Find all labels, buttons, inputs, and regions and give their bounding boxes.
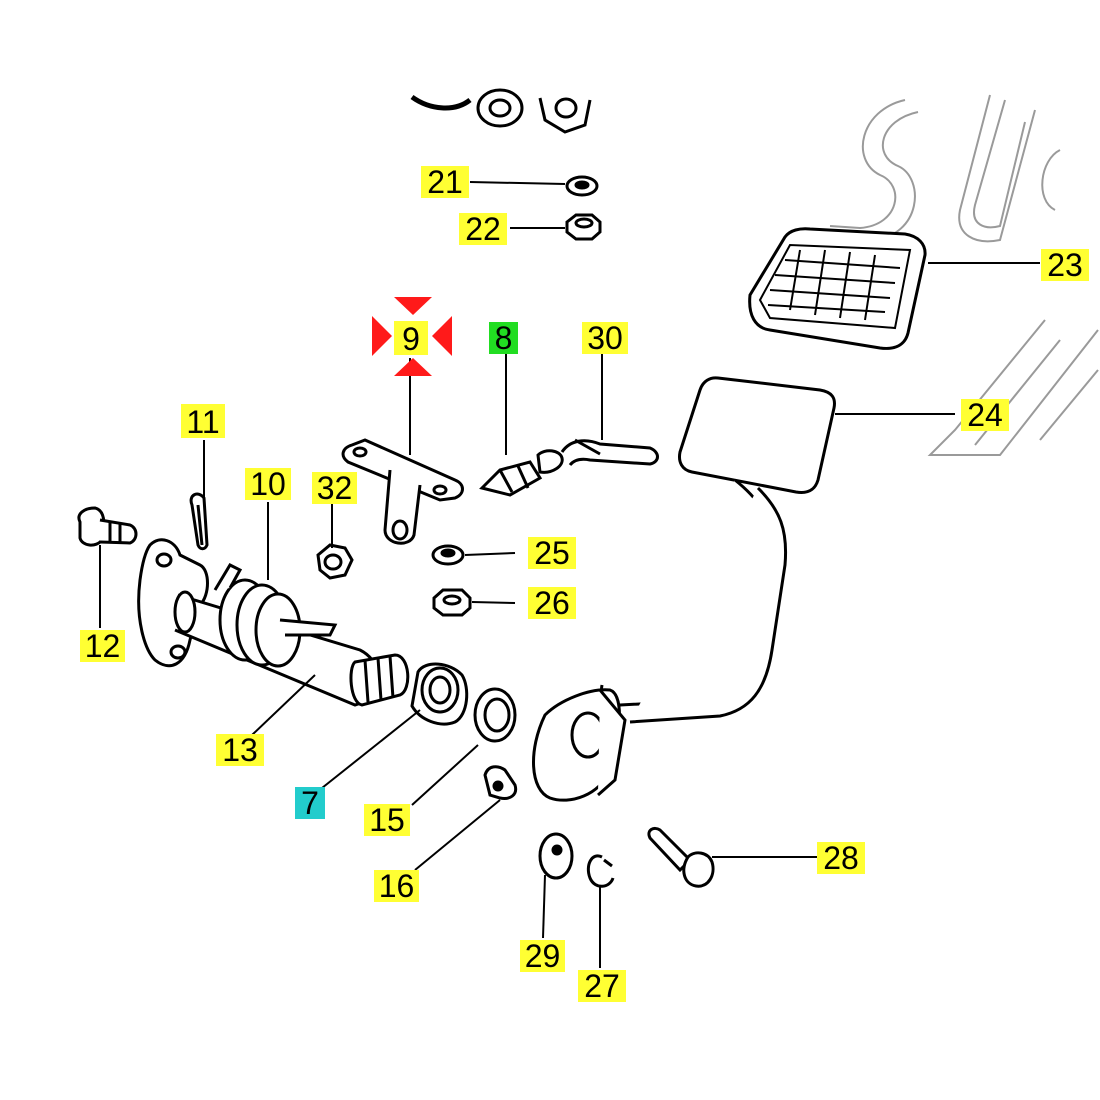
washer-25 (431, 544, 465, 566)
callout-number: 27 (584, 968, 620, 1004)
callout-9: 9 (394, 321, 428, 357)
leader-lines (99, 181, 1040, 968)
callout-number: 12 (85, 628, 121, 664)
callout-number: 24 (967, 397, 1003, 433)
callout-number: 30 (587, 320, 623, 356)
callout-highlight (216, 734, 264, 766)
callout-highlight (582, 322, 628, 354)
callout-highlight (489, 322, 518, 354)
callout-highlight (80, 630, 125, 662)
callout-number: 29 (525, 938, 561, 974)
callout-22: 22 (459, 211, 507, 247)
callout-11: 11 (181, 404, 225, 440)
callout-number: 13 (222, 732, 258, 768)
top-partial-parts (410, 88, 592, 134)
callout-32: 32 (312, 470, 357, 506)
bracket-9 (341, 438, 464, 545)
callout-16: 16 (374, 868, 419, 904)
callout-number: 26 (534, 585, 570, 621)
callout-highlight (364, 804, 410, 836)
callout-number: 21 (427, 164, 463, 200)
callout-30: 30 (582, 320, 628, 356)
watermark-outline (825, 94, 1099, 456)
nut-26 (432, 588, 472, 617)
callout-highlight (374, 870, 419, 902)
callout-21: 21 (421, 164, 469, 200)
callout-highlight (312, 472, 357, 504)
bolt-12 (77, 506, 138, 547)
callout-number: 25 (534, 535, 570, 571)
callout-24: 24 (961, 397, 1009, 433)
callout-highlight (528, 537, 576, 569)
callout-10: 10 (245, 466, 291, 502)
washer-29 (538, 832, 574, 880)
callout-number: 28 (823, 840, 859, 876)
callout-29: 29 (520, 938, 565, 974)
callout-28: 28 (817, 840, 865, 876)
callout-highlight (181, 404, 225, 438)
callout-number: 15 (369, 802, 405, 838)
callout-highlight (459, 213, 507, 245)
callout-number: 7 (301, 785, 319, 821)
callout-number: 9 (402, 321, 420, 357)
callout-13: 13 (216, 732, 264, 768)
callout-highlight (961, 399, 1009, 431)
callout-27: 27 (578, 968, 626, 1004)
bushing-7 (410, 662, 469, 726)
callout-number: 11 (186, 404, 219, 440)
callout-highlight (578, 970, 626, 1002)
callout-highlight (1041, 249, 1089, 281)
bolt-28 (647, 826, 715, 888)
callout-number: 8 (495, 320, 513, 356)
callout-15: 15 (364, 802, 410, 838)
callout-highlight (817, 842, 865, 874)
cable-30 (560, 438, 659, 467)
callout-12: 12 (80, 628, 125, 664)
callout-7: 7 (295, 785, 325, 821)
stop-light-switch-8 (479, 449, 564, 497)
callout-highlight (520, 940, 565, 972)
circlip-27 (586, 854, 615, 888)
callout-highlight (528, 587, 576, 619)
brake-pedal-arm-24 (532, 376, 836, 802)
callout-highlight (245, 468, 291, 500)
callout-highlight (421, 166, 469, 198)
nut-32 (316, 543, 354, 580)
seal-ring-15 (473, 687, 517, 743)
callout-25: 25 (528, 535, 576, 571)
callout-26: 26 (528, 585, 576, 621)
return-spring-10 (213, 563, 338, 668)
callout-8: 8 (489, 320, 518, 356)
callout-highlight (394, 321, 428, 355)
callout-23: 23 (1041, 247, 1089, 283)
split-pin-11 (189, 492, 209, 551)
red-cross-marker (372, 297, 452, 376)
callout-number: 22 (465, 211, 501, 247)
clip-16 (483, 765, 518, 800)
splined-end (349, 653, 410, 707)
callout-number: 23 (1047, 247, 1083, 283)
callout-number: 32 (317, 470, 353, 506)
pedal-rubber-pad-23 (748, 227, 927, 350)
nut-21 (565, 175, 599, 197)
callout-number: 10 (250, 466, 286, 502)
callout-number: 16 (379, 868, 415, 904)
callout-highlight (295, 787, 325, 819)
nut-22 (565, 213, 602, 241)
